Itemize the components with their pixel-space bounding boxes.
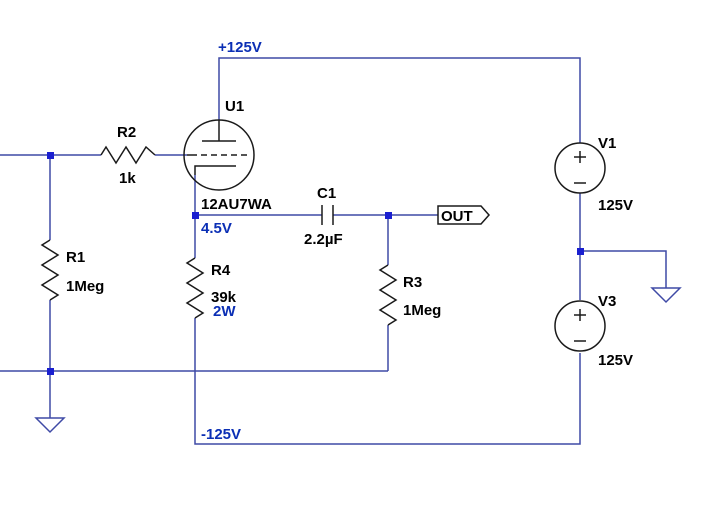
wire-positive-rail: [218, 57, 581, 143]
output-port: OUT: [437, 205, 491, 225]
junction-ground-return: [47, 368, 54, 375]
r3-ref: R3: [403, 274, 422, 291]
u1-part: 12AU7WA: [201, 196, 272, 213]
r1-value: 1Meg: [66, 278, 104, 295]
wires: [0, 57, 667, 445]
vacuum-tube-u1: U1 12AU7WA: [183, 98, 272, 213]
r3-value: 1Meg: [403, 302, 441, 319]
junction-source-mid: [577, 248, 584, 255]
v1-ref: V1: [598, 135, 616, 152]
ground-symbol-right: [650, 287, 682, 304]
junction-input: [47, 152, 54, 159]
net-label-positive-rail: +125V: [218, 39, 262, 56]
v1-value: 125V: [598, 197, 633, 214]
capacitor-c1: C1 2.2µF: [304, 185, 343, 248]
junctions: [47, 152, 584, 375]
r1-ref: R1: [66, 249, 85, 266]
resistor-r2: R2 1k: [100, 124, 156, 187]
v3-value: 125V: [598, 352, 633, 369]
output-port-label: OUT: [441, 208, 473, 225]
wire-ground-right: [580, 250, 667, 288]
r4-value: 39k: [211, 289, 237, 306]
net-label-negative-rail: -125V: [201, 426, 241, 443]
voltage-source-v3: V3 125V: [554, 293, 633, 369]
voltage-source-v1: V1 125V: [554, 135, 633, 214]
junction-output: [385, 212, 392, 219]
r2-value: 1k: [119, 170, 136, 187]
r4-power: 2W: [213, 303, 236, 320]
u1-ref: U1: [225, 98, 244, 115]
r2-ref: R2: [117, 124, 136, 141]
resistor-r3: R3 1Meg: [378, 264, 441, 326]
ground-symbol-left: [34, 417, 66, 434]
resistor-r1: R1 1Meg: [40, 239, 104, 301]
net-label-cathode-voltage: 4.5V: [201, 220, 232, 237]
junction-cathode: [192, 212, 199, 219]
c1-value: 2.2µF: [304, 231, 343, 248]
wire-r4-bottom: [194, 318, 581, 445]
c1-ref: C1: [317, 185, 336, 202]
resistor-r4: R4 39k 2W: [185, 257, 237, 320]
r4-ref: R4: [211, 262, 231, 279]
v3-ref: V3: [598, 293, 616, 310]
